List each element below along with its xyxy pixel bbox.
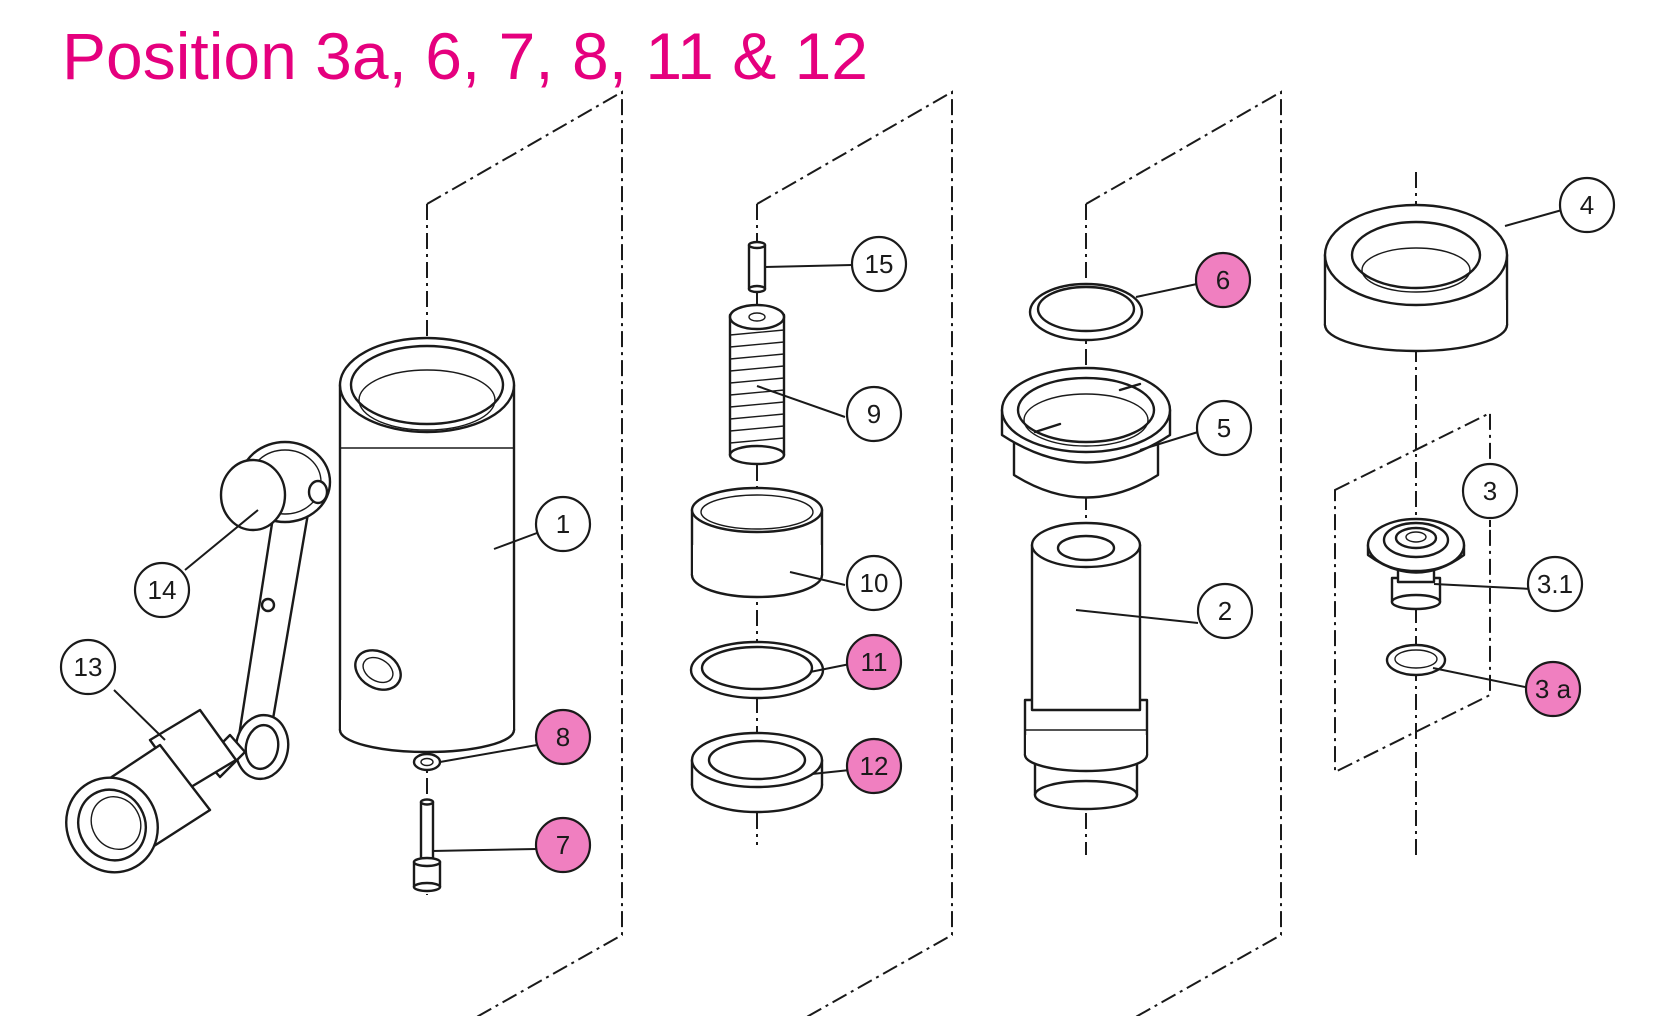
callout-3: 3: [1461, 462, 1519, 520]
callout-11: 11: [845, 633, 903, 691]
callout-14: 14: [133, 561, 191, 619]
part-6-ring: [1028, 282, 1144, 342]
assembly-frame-2: [756, 90, 953, 1016]
assembly-frame-3: [1085, 90, 1282, 1016]
svg-text:1: 1: [556, 509, 570, 539]
part-14-dust-cap: [219, 440, 332, 781]
part-11-ring: [689, 640, 825, 700]
svg-text:15: 15: [865, 249, 894, 279]
assembly-frames: [426, 90, 1491, 1016]
part-13-coupler: [65, 708, 247, 874]
part-2-piston: [1023, 521, 1149, 811]
part-12-wiper: [690, 731, 824, 814]
svg-text:11: 11: [861, 647, 888, 677]
svg-text:12: 12: [860, 751, 889, 781]
callout-1: 1: [534, 495, 592, 553]
callout-13: 13: [59, 638, 117, 696]
part-3-valve: [1366, 517, 1466, 611]
callout-9: 9: [845, 385, 903, 443]
part-7-screw: [412, 798, 442, 893]
callout-8: 8: [534, 708, 592, 766]
svg-text:3 a: 3 a: [1535, 674, 1572, 704]
part-5-gland-nut: [1000, 366, 1172, 499]
callout-6: 6: [1194, 251, 1252, 309]
svg-text:4: 4: [1580, 190, 1594, 220]
svg-text:2: 2: [1218, 596, 1232, 626]
assembly-frame-1: [426, 90, 623, 1016]
svg-text:3: 3: [1483, 476, 1497, 506]
callout-4: 4: [1558, 176, 1616, 234]
callout-7: 7: [534, 816, 592, 874]
svg-text:10: 10: [860, 568, 889, 598]
svg-text:5: 5: [1217, 413, 1231, 443]
part-15-pin: [747, 240, 767, 294]
svg-text:7: 7: [556, 830, 570, 860]
callout-12: 12: [845, 737, 903, 795]
part-1-cylinder: [338, 336, 516, 754]
callout-5: 5: [1195, 399, 1253, 457]
callout-15: 15: [850, 235, 908, 293]
callout-2: 2: [1196, 582, 1254, 640]
svg-text:14: 14: [148, 575, 177, 605]
part-3a-o-ring: [1385, 643, 1447, 677]
callout-3-1: 3.1: [1526, 555, 1584, 613]
part-9-spring: [728, 303, 786, 466]
page-title: Position 3a, 6, 7, 8, 11 & 12: [62, 19, 868, 93]
callout-10: 10: [845, 554, 903, 612]
svg-text:6: 6: [1216, 265, 1230, 295]
svg-text:13: 13: [74, 652, 103, 682]
callout-3a: 3 a: [1524, 660, 1582, 718]
svg-text:8: 8: [556, 722, 570, 752]
svg-text:9: 9: [867, 399, 881, 429]
part-10-bushing: [690, 486, 824, 599]
part-4-cap: [1323, 203, 1509, 353]
part-8-seal: [412, 752, 442, 772]
svg-text:3.1: 3.1: [1537, 569, 1573, 599]
